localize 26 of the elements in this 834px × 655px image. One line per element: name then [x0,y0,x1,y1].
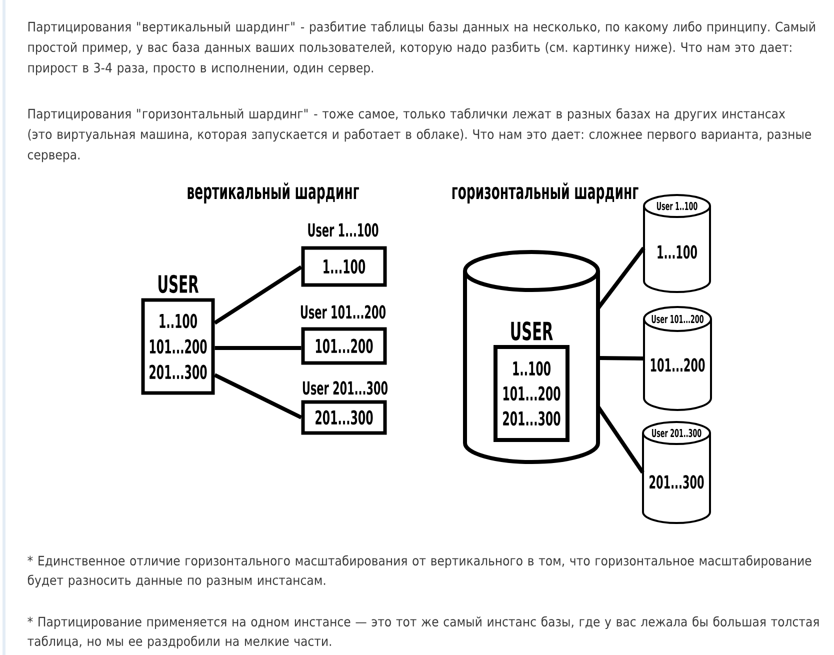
table-name: User 201...300 [302,381,388,395]
paragraph: * Партицирование применяется на одном инстансе — это тот же самый инстанс базы, где у вас лежала бы большая толстая таблица, но мы ее раздробили на мелкие части. [28,616,819,649]
table-box: 201...300 [301,400,387,435]
node-label: 1...100 [658,245,697,259]
database-cylinder: User 201..300 201...300 [642,421,711,524]
paragraph: Партицирования "вертикальный шардинг" - разбитие таблицы базы данных на несколько, по какому либо принципу. Самый простой пример, у вас база данных ваших пользователей, которую надо разбить (см. картинку ниже). Что нам это дает: прирост в 3-4 раза, просто в исполнении, один сервер. [28,21,815,76]
table-name: USER [158,274,199,294]
database-cylinder: User 1..100 1...100 [643,194,711,293]
database-cylinder: User 101...200 101...200 [643,306,712,411]
paragraph: * Единственное отличие горизонтального масштабирования от вертикального в том, что горизонтальное масштабирование будет разносить данные по разным инстансам. [28,555,812,588]
table-name: User 101...200 [300,305,386,319]
subheading: вертикальный шардинг [188,182,360,204]
table-box: 1..100 101...200 201...300 [141,298,215,395]
node-label: 201...300 [650,475,704,489]
connector-line [214,373,302,420]
node-label: 101...200 [650,358,705,372]
connector-line [214,346,302,350]
table-box: 1..100 101...200 201...300 [494,344,570,442]
paragraph: Партицирования "горизонтальный шардинг" - тоже самое, только таблички лежат в разных базах на других инстансах (это виртуальная машина, которая запускается и работает в облаке). Что нам это дает: сложнее первого варианта, разные сервера. [28,108,812,162]
table-name: User 1...100 [308,223,378,237]
node-label: USER [511,322,553,340]
subheading: горизонтальный шардинг [452,182,638,204]
connector-line [214,265,302,325]
connector-line [598,356,644,360]
table-box: 101...200 [301,327,387,365]
table-box: 1...100 [301,246,387,287]
